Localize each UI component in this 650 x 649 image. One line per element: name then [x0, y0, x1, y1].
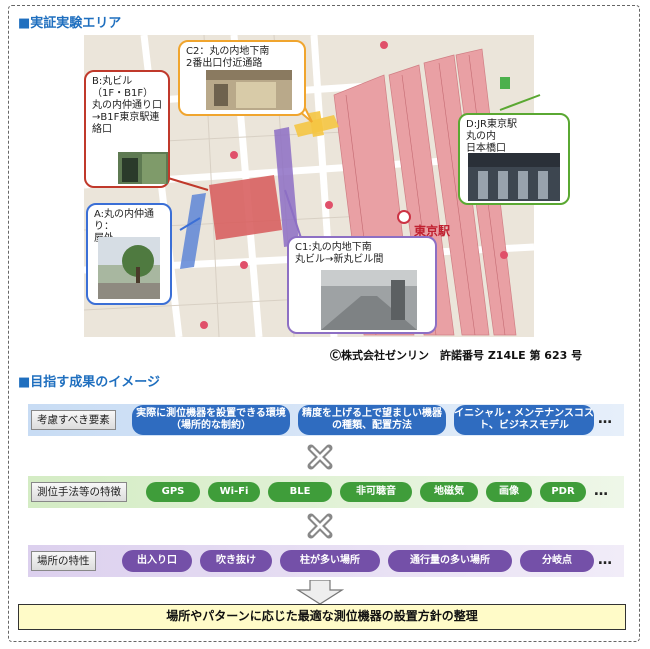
- callout-b-line4: →B1F東京駅連: [92, 112, 160, 123]
- row-considerations-more: …: [598, 411, 613, 427]
- down-arrow-icon: [296, 580, 344, 605]
- row-locations-item: 吹き抜け: [200, 550, 272, 572]
- row-considerations-item: 精度を上げる上で望ましい機器の種類、配置方法: [298, 405, 446, 435]
- callout-d-line2: 丸の内: [466, 131, 496, 142]
- station-name: 東京駅: [414, 223, 451, 238]
- callout-b: B:丸ビル （1F・B1F） 丸の内仲通り口 →B1F東京駅連 絡口: [84, 70, 170, 188]
- multiply-icon: [307, 513, 333, 539]
- callout-c2: C2：丸の内地下南 2番出口付近通路: [178, 40, 306, 116]
- callout-c2-line1: C2：丸の内地下南: [186, 46, 270, 57]
- result-box: 場所やパターンに応じた最適な測位機器の設置方針の整理: [18, 604, 626, 630]
- row-methods-more: …: [594, 483, 609, 499]
- row-locations-item: 通行量の多い場所: [388, 550, 512, 572]
- callout-c1-line2: 丸ビル→新丸ビル間: [295, 254, 384, 265]
- callout-a: A:丸の内仲通り： 屋外: [86, 203, 172, 305]
- row-methods: 測位手法等の特徴 GPS Wi-Fi BLE 非可聴音 地磁気 画像 PDR …: [28, 476, 624, 508]
- row-methods-item: BLE: [268, 482, 332, 502]
- row-locations-label: 場所の特性: [31, 551, 96, 571]
- row-considerations-item: イニシャル・メンテナンスコスト、ビジネスモデル: [454, 405, 594, 435]
- callout-b-photo: [118, 152, 168, 184]
- row-considerations-label: 考慮すべき要素: [31, 410, 116, 430]
- row-locations: 場所の特性 出入り口 吹き抜け 柱が多い場所 通行量の多い場所 分岐点 …: [28, 545, 624, 577]
- row-locations-item: 柱が多い場所: [280, 550, 380, 572]
- callout-b-line5: 絡口: [92, 124, 112, 135]
- callout-d-photo: [468, 153, 560, 201]
- multiply-icon: [307, 444, 333, 470]
- callout-d-line1: D:JR東京駅: [466, 119, 517, 130]
- row-methods-item: GPS: [146, 482, 200, 502]
- callout-c1-photo: [321, 270, 417, 330]
- callout-b-line3: 丸の内仲通り口: [92, 100, 162, 111]
- row-methods-item: 地磁気: [420, 482, 478, 502]
- row-methods-item: 画像: [486, 482, 532, 502]
- outer-frame: [8, 5, 640, 642]
- copyright-notice: Ⓒ株式会社ゼンリン 許諾番号 Z14LE 第 623 号: [330, 349, 583, 362]
- callout-c1: C1:丸の内地下南 丸ビル→新丸ビル間: [287, 236, 437, 334]
- callout-a-photo: [98, 237, 160, 299]
- callout-b-line1: B:丸ビル: [92, 76, 133, 87]
- section-title-goal: ■目指す成果のイメージ: [18, 375, 161, 390]
- row-methods-item: 非可聴音: [340, 482, 412, 502]
- callout-c2-photo: [206, 70, 292, 110]
- row-locations-item: 分岐点: [520, 550, 594, 572]
- row-methods-item: PDR: [540, 482, 586, 502]
- row-methods-label: 測位手法等の特徴: [31, 482, 127, 502]
- row-considerations: 考慮すべき要素 実際に測位機器を設置できる環境（場所的な制約） 精度を上げる上で…: [28, 404, 624, 436]
- callout-c2-line2: 2番出口付近通路: [186, 58, 263, 69]
- section-title-area: ■実証実験エリア: [18, 16, 122, 31]
- callout-b-line2: （1F・B1F）: [92, 88, 154, 99]
- row-methods-item: Wi-Fi: [208, 482, 260, 502]
- callout-a-line1: A:丸の内仲通り：: [94, 209, 155, 232]
- callout-d-line3: 日本橋口: [466, 143, 506, 154]
- callout-d: D:JR東京駅 丸の内 日本橋口: [458, 113, 570, 205]
- row-locations-more: …: [598, 552, 613, 568]
- row-considerations-item: 実際に測位機器を設置できる環境（場所的な制約）: [132, 405, 290, 435]
- row-locations-item: 出入り口: [122, 550, 192, 572]
- callout-c1-line1: C1:丸の内地下南: [295, 242, 372, 253]
